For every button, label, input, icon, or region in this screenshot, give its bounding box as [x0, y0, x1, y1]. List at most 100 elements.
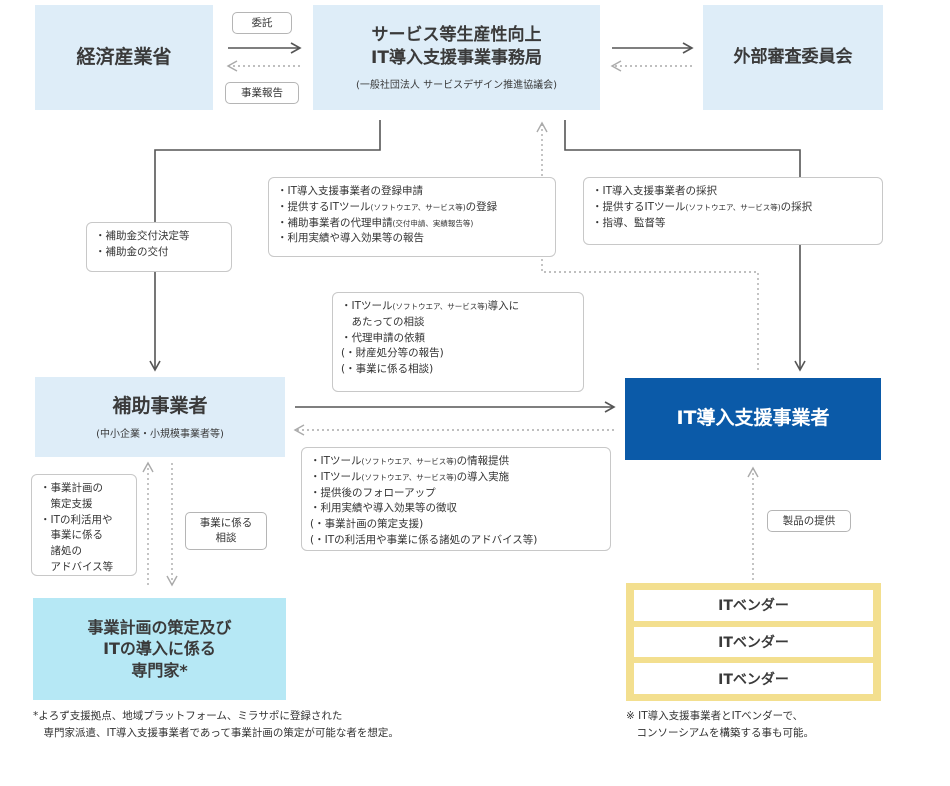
registration-note-line: ・提供するITツール(ソフトウエア、サービス等)の登録 [277, 200, 547, 216]
grant-note-line: ・補助金交付決定等 [95, 229, 223, 245]
request-note-text: ・代理申請の依頼 [341, 331, 425, 344]
provide-note-text: (・事業計画の策定支援) [310, 518, 424, 530]
advice-note-line: ・ITの利活用や [40, 513, 128, 529]
report-text: 事業報告 [241, 86, 283, 99]
office-sub: (一般社団法人 サービスデザイン推進協議会) [356, 79, 557, 91]
expert-line3: 専門家* [131, 660, 188, 680]
provide-note-line: (・事業計画の策定支援) [310, 517, 602, 533]
entrust-label: 委託 [232, 12, 292, 34]
it-vendor-1: ITベンダー [634, 590, 873, 621]
expert-line1: 事業計画の策定及び [87, 617, 232, 637]
provide-note-text: ・利用実績や導入効果等の徴収 [310, 502, 457, 515]
registration-note: ・IT導入支援事業者の登録申請・提供するITツール(ソフトウエア、サービス等)の… [268, 177, 556, 257]
product-text: 製品の提供 [782, 514, 836, 527]
consult-text-1: 事業に係る [199, 517, 253, 530]
request-note-text: (・財産処分等の報告) [341, 347, 444, 360]
report-label: 事業報告 [225, 82, 299, 104]
request-note-small: (ソフトウエア、サービス等) [392, 302, 488, 311]
adoption-note-tail: の採択 [780, 200, 813, 213]
office-line1: サービス等生産性向上 [371, 25, 542, 46]
expert-footnote: *よろず支援拠点、地域プラットフォーム、ミラサポに登録された 専門家派遣、IT導… [33, 708, 399, 742]
request-note-text: ・ITツール [341, 300, 393, 312]
registration-note-line: ・IT導入支援事業者の登録申請 [277, 184, 547, 200]
registration-note-line: ・補助事業者の代理申請(交付申請、実績報告等) [277, 216, 547, 232]
provide-note-tail: の導入実施 [456, 470, 510, 483]
adoption-note: ・IT導入支援事業者の採択・提供するITツール(ソフトウエア、サービス等)の採択… [583, 177, 883, 245]
it-vendor-group: ITベンダー ITベンダー ITベンダー [626, 583, 881, 701]
advice-note: ・事業計画の 策定支援・ITの利活用や 事業に係る 諸処の アドバイス等 [31, 474, 137, 576]
request-note-line: (・事業に係る相談) [341, 362, 575, 378]
registration-note-tail: の登録 [465, 200, 498, 213]
grant-note-line: ・補助金の交付 [95, 245, 223, 261]
expert-footnote-line1: *よろず支援拠点、地域プラットフォーム、ミラサポに登録された [33, 710, 343, 722]
consortium-footnote-line1: ※ IT導入支援事業者とITベンダーで、 [626, 710, 804, 722]
provide-note-line: ・ITツール(ソフトウエア、サービス等)の情報提供 [310, 454, 602, 470]
request-note-text: (・事業に係る相談) [341, 363, 434, 375]
request-note-line: あたっての相談 [341, 315, 575, 331]
committee-box: 外部審査委員会 [703, 5, 883, 110]
office-box: サービス等生産性向上 IT導入支援事業事務局 (一般社団法人 サービスデザイン推… [313, 5, 600, 110]
provide-note-line: ・ITツール(ソフトウエア、サービス等)の導入実施 [310, 470, 602, 486]
committee-label: 外部審査委員会 [733, 47, 853, 68]
registration-note-small: (ソフトウエア、サービス等) [370, 202, 466, 212]
registration-note-text: ・IT導入支援事業者の登録申請 [277, 185, 424, 197]
entrust-text: 委託 [251, 16, 273, 29]
advice-note-line: 策定支援 [40, 497, 128, 513]
adoption-note-small: (ソフトウエア、サービス等) [685, 202, 781, 212]
advice-note-line: 事業に係る [40, 528, 128, 544]
grant-note: ・補助金交付決定等・補助金の交付 [86, 222, 232, 272]
advice-note-line: アドバイス等 [40, 560, 128, 576]
request-note: ・ITツール(ソフトウエア、サービス等)導入に あたっての相談・代理申請の依頼 (… [332, 292, 584, 392]
provide-note-text: (・ITの利活用や事業に係る諸処のアドバイス等) [310, 533, 538, 546]
consult-label: 事業に係る 相談 [185, 512, 267, 550]
consortium-footnote-line2: コンソーシアムを構築する事も可能。 [626, 726, 815, 739]
grant-note-text: ・補助金の交付 [95, 245, 169, 258]
operator-box: 補助事業者 (中小企業・小規模事業者等) [35, 377, 285, 457]
advice-note-text: 諸処の [40, 545, 82, 557]
registration-note-line: ・利用実績や導入効果等の報告 [277, 231, 547, 247]
adoption-note-text: ・IT導入支援事業者の採択 [592, 185, 718, 197]
meti-label: 経済産業省 [76, 45, 172, 68]
grant-note-text: ・補助金交付決定等 [95, 230, 190, 242]
consortium-footnote: ※ IT導入支援事業者とITベンダーで、 コンソーシアムを構築する事も可能。 [626, 708, 814, 742]
provide-note-line: (・ITの利活用や事業に係る諸処のアドバイス等) [310, 533, 602, 549]
adoption-note-line: ・指導、監督等 [592, 216, 874, 232]
arrow-adoption [564, 120, 806, 372]
expert-footnote-line2: 専門家派遣、IT導入支援事業者であって事業計画の策定が可能な者を想定。 [33, 726, 399, 739]
expert-line2: ITの導入に係る [103, 639, 216, 659]
request-note-tail: 導入に [487, 300, 520, 312]
provide-note-small: (ソフトウエア、サービス等) [361, 472, 457, 482]
advice-note-text: アドバイス等 [40, 560, 114, 573]
adoption-note-text: ・指導、監督等 [592, 216, 666, 229]
advice-note-text: 事業に係る [40, 529, 103, 542]
expert-box: 事業計画の策定及び ITの導入に係る 専門家* [33, 598, 286, 700]
request-note-text: あたっての相談 [341, 315, 425, 328]
request-note-line: ・ITツール(ソフトウエア、サービス等)導入に [341, 299, 575, 315]
provide-note: ・ITツール(ソフトウエア、サービス等)の情報提供・ITツール(ソフトウエア、サ… [301, 447, 611, 551]
advice-note-text: ・ITの利活用や [40, 513, 113, 526]
provide-note-text: ・ITツール [310, 470, 362, 483]
advice-note-text: 策定支援 [40, 497, 93, 510]
operator-label: 補助事業者 [112, 394, 208, 417]
advice-note-line: ・事業計画の [40, 481, 128, 497]
registration-note-small: (交付申請、実績報告等) [392, 218, 474, 228]
adoption-note-text: ・提供するITツール [592, 200, 686, 213]
provide-note-text: ・提供後のフォローアップ [310, 486, 436, 499]
provide-note-line: ・提供後のフォローアップ [310, 486, 602, 502]
registration-note-text: ・提供するITツール [277, 200, 371, 213]
provide-note-text: ・ITツール [310, 455, 362, 467]
registration-note-text: ・利用実績や導入効果等の報告 [277, 232, 424, 245]
arrow-registration [536, 121, 759, 370]
adoption-note-line: ・IT導入支援事業者の採択 [592, 184, 874, 200]
provide-note-tail: の情報提供 [456, 455, 510, 467]
adoption-note-line: ・提供するITツール(ソフトウエア、サービス等)の採択 [592, 200, 874, 216]
it-support-vendor-label: IT導入支援事業者 [676, 407, 830, 430]
meti-box: 経済産業省 [35, 5, 213, 110]
consult-text-2: 相談 [215, 532, 237, 544]
operator-sub: (中小企業・小規模事業者等) [96, 429, 224, 441]
advice-note-text: ・事業計画の [40, 482, 103, 494]
provide-note-line: ・利用実績や導入効果等の徴収 [310, 501, 602, 517]
advice-note-line: 諸処の [40, 544, 128, 560]
registration-note-text: ・補助事業者の代理申請 [277, 216, 393, 229]
it-vendor-2: ITベンダー [634, 626, 873, 658]
